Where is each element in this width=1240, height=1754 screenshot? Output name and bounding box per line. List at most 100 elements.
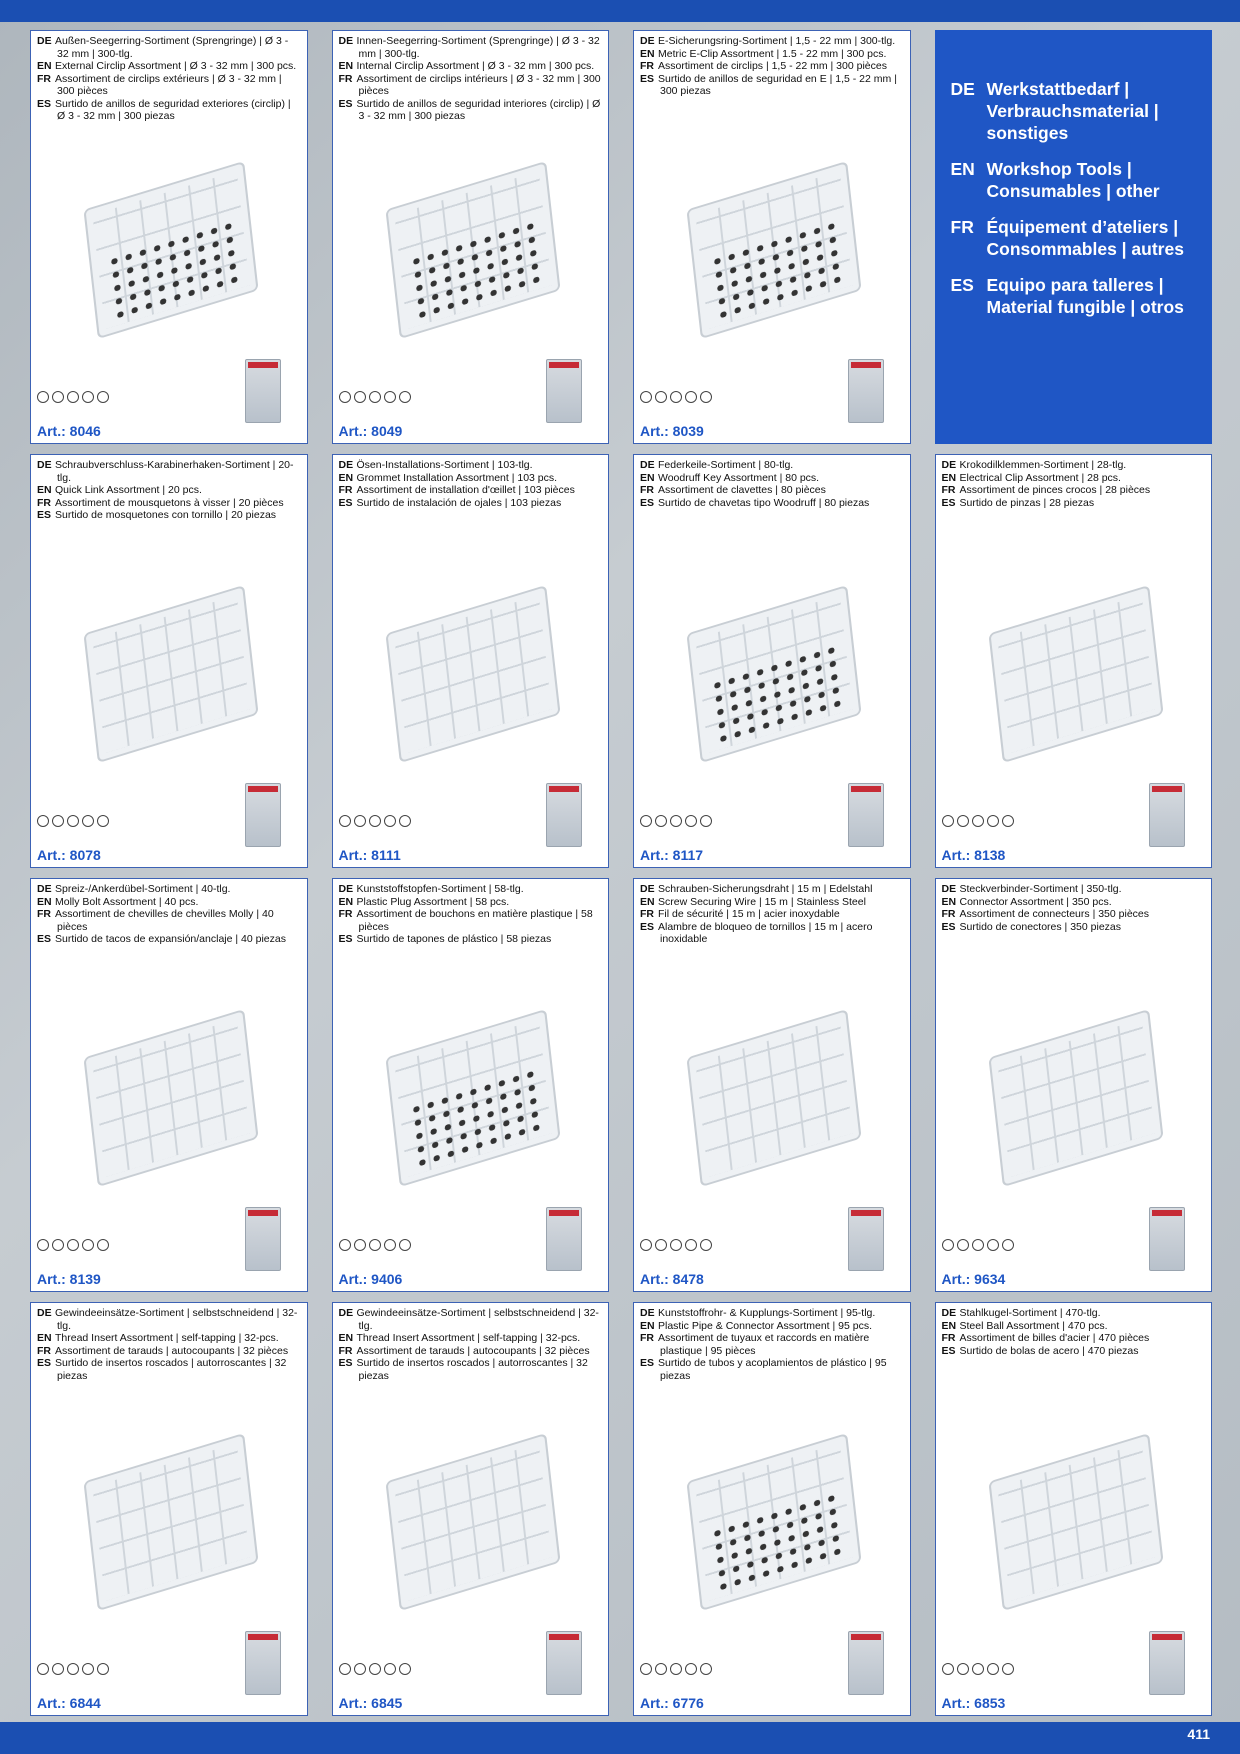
description-text: Assortiment de bouchons en matière plast… xyxy=(356,908,593,933)
description-text: Electrical Clip Assortment | 28 pcs. xyxy=(959,471,1121,484)
description-text: Surtido de chavetas tipo Woodruff | 80 p… xyxy=(658,496,870,509)
language-code: ES xyxy=(338,1357,353,1369)
assortment-case-image xyxy=(686,1433,862,1612)
language-code: EN xyxy=(338,60,354,72)
product-photo xyxy=(49,555,289,789)
description-line: FR Assortiment de tarauds | autocoupants … xyxy=(37,1345,301,1358)
language-code: DE xyxy=(640,459,655,471)
description-text: Molly Bolt Assortment | 40 pcs. xyxy=(55,895,199,908)
language-code: FR xyxy=(941,1332,956,1344)
product-photo xyxy=(351,555,591,789)
description-text: Assortiment de tarauds | autocoupants | … xyxy=(55,1344,289,1357)
product-photo xyxy=(351,131,591,365)
language-code: FR xyxy=(37,908,51,920)
description-text: Gewindeeinsätze-Sortiment | selbstschnei… xyxy=(55,1307,298,1332)
language-code: ES xyxy=(941,496,956,509)
product-photo xyxy=(49,979,289,1213)
contents-thumbnails xyxy=(338,1239,411,1251)
description-text: Assortiment de clavettes | 80 pièces xyxy=(658,484,826,496)
assortment-case-image xyxy=(385,585,561,764)
description-text: Assortiment de tuyaux et raccords en mat… xyxy=(658,1332,870,1357)
description-text: Surtido de instalación de ojales | 103 p… xyxy=(356,496,562,509)
description-text: Surtido de insertos roscados | autorrosc… xyxy=(55,1357,287,1382)
article-number: Art.: 6776 xyxy=(640,1695,704,1711)
page-number: 411 xyxy=(1187,1726,1210,1742)
description-text: Surtido de insertos roscados | autorrosc… xyxy=(356,1357,588,1382)
product-photo xyxy=(652,979,892,1213)
description-text: Kunststoffstopfen-Sortiment | 58-tlg. xyxy=(356,883,524,895)
packaging-image xyxy=(546,1631,582,1695)
description-text: Assortiment de tarauds | autocoupants | … xyxy=(356,1344,590,1357)
language-code: DE xyxy=(338,35,354,47)
description-text: Thread Insert Assortment | self-tapping … xyxy=(55,1332,279,1344)
packaging-image xyxy=(546,1207,582,1271)
description-text: Stahlkugel-Sortiment | 470-tlg. xyxy=(959,1307,1101,1319)
packaging-image xyxy=(244,1631,281,1695)
assortment-case-image xyxy=(988,585,1164,764)
description-text: Krokodilklemmen-Sortiment | 28-tlg. xyxy=(959,459,1127,471)
product-photo xyxy=(954,1403,1194,1637)
description-text: Assortiment de circlips extérieurs | Ø 3… xyxy=(55,72,282,98)
language-code: ES xyxy=(338,97,353,110)
language-code: ES xyxy=(37,509,52,521)
product-photo xyxy=(49,131,289,365)
language-code: DE xyxy=(640,1307,655,1319)
contents-thumbnails xyxy=(37,815,109,827)
article-number: Art.: 9406 xyxy=(338,1271,403,1287)
article-number: Art.: 6845 xyxy=(338,1695,403,1711)
description-text: Assortiment de connecteurs | 350 pièces xyxy=(959,908,1150,920)
article-number: Art.: 8139 xyxy=(37,1271,101,1287)
language-code: FR xyxy=(37,72,51,85)
language-code: EN xyxy=(941,471,957,484)
article-number: Art.: 8478 xyxy=(640,1271,704,1287)
language-code: EN xyxy=(37,484,52,496)
language-code: FR xyxy=(37,496,51,509)
article-number: Art.: 8138 xyxy=(941,847,1006,863)
packaging-image xyxy=(244,359,281,423)
article-number: Art.: 9634 xyxy=(941,1271,1006,1287)
language-code: FR xyxy=(37,1344,51,1357)
packaging-image xyxy=(1149,783,1185,847)
contents-thumbnails xyxy=(941,1663,1014,1675)
assortment-case-image xyxy=(83,585,259,764)
product-photo xyxy=(49,1403,289,1637)
language-code: FR xyxy=(338,484,353,496)
article-number: Art.: 8046 xyxy=(37,423,101,439)
language-code: ES xyxy=(941,920,956,933)
